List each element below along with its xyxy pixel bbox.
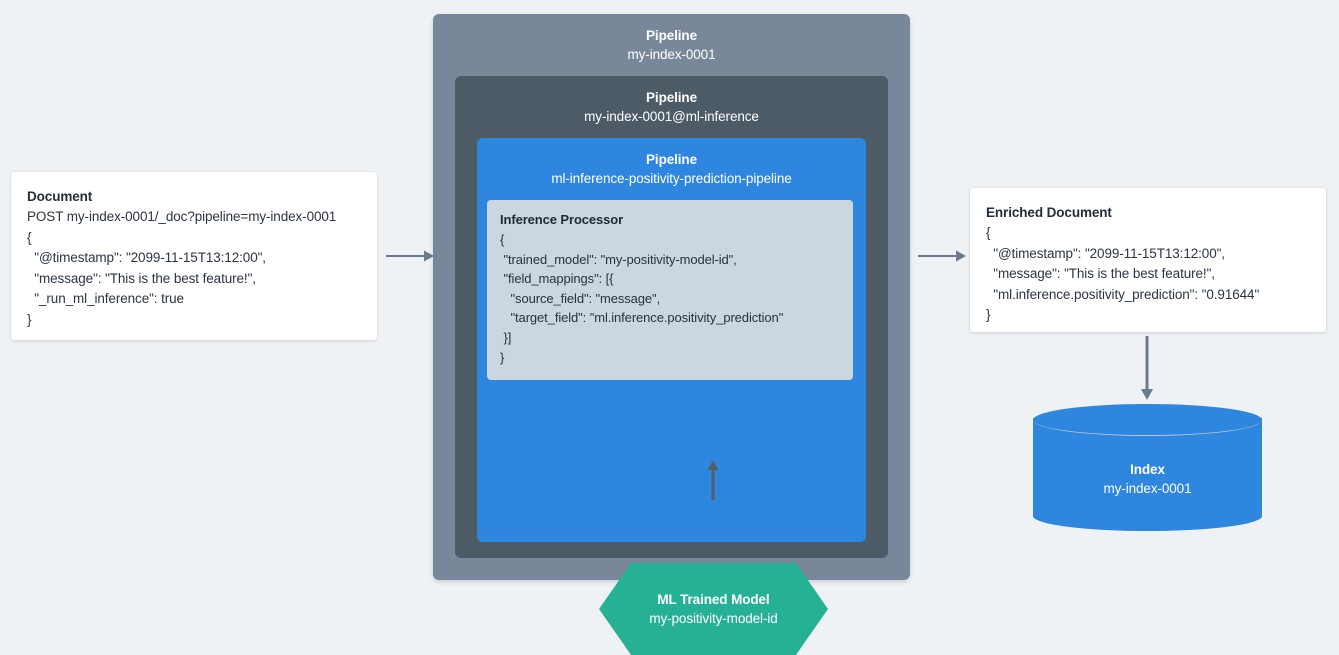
arrow-document-to-pipeline xyxy=(386,246,434,266)
enriched-document-line-3: "ml.inference.positivity_prediction": "0… xyxy=(986,286,1260,302)
pipeline-middle-name: my-index-0001@ml-inference xyxy=(584,109,759,124)
enriched-document-line-2: "message": "This is the best feature!", xyxy=(986,266,1215,281)
inference-processor-line-6: } xyxy=(500,349,505,365)
pipeline-outer: Pipeline my-index-0001 Pipeline my-index… xyxy=(433,14,910,655)
inference-processor-title: Inference Processor xyxy=(500,212,624,227)
pipeline-outer-label: Pipeline xyxy=(646,28,697,43)
index-title: Index xyxy=(1130,462,1165,477)
pipeline-outer-header: Pipeline my-index-0001 xyxy=(433,14,910,65)
document-line-3: "message": "This is the best feature!", xyxy=(27,270,256,286)
ml-trained-model-name: my-positivity-model-id xyxy=(649,610,778,626)
document-line-1: { xyxy=(27,229,32,245)
pipeline-inner: Pipeline ml-inference-positivity-predict… xyxy=(477,138,866,655)
document-title: Document xyxy=(27,189,93,204)
ml-trained-model-title: ML Trained Model xyxy=(657,591,770,607)
pipeline-middle-label: Pipeline xyxy=(646,90,697,105)
cylinder-top-ellipse xyxy=(1033,404,1262,436)
arrow-pipeline-to-enriched-document xyxy=(918,246,966,266)
arrow-enriched-document-to-index xyxy=(1137,336,1157,400)
index-label-group: Index my-index-0001 xyxy=(1033,460,1262,499)
inference-processor-line-1: "trained_model": "my-positivity-model-id… xyxy=(500,251,737,267)
inference-processor-line-2: "field_mappings": [{ xyxy=(500,271,614,287)
document-line-4: "_run_ml_inference": true xyxy=(27,291,184,306)
pipeline-middle: Pipeline my-index-0001@ml-inference Pipe… xyxy=(455,76,888,655)
document-line-2: "@timestamp": "2099-11-15T13:12:00", xyxy=(27,250,266,265)
pipeline-inner-name: ml-inference-positivity-prediction-pipel… xyxy=(551,171,792,186)
inference-processor-line-5: }] xyxy=(500,329,512,345)
index-cylinder: Index my-index-0001 xyxy=(1033,404,1262,531)
index-name: my-index-0001 xyxy=(1103,481,1192,496)
inference-processor-panel: Inference Processor { "trained_model": "… xyxy=(487,200,853,380)
document-line-0: POST my-index-0001/_doc?pipeline=my-inde… xyxy=(27,209,337,224)
enriched-document-line-0: { xyxy=(986,225,991,240)
ml-trained-model-shape: ML Trained Model my-positivity-model-id xyxy=(599,563,828,655)
document-line-5: } xyxy=(27,311,32,327)
inference-processor-line-0: { xyxy=(500,232,505,247)
pipeline-outer-name: my-index-0001 xyxy=(627,47,716,62)
enriched-document-card: Enriched Document { "@timestamp": "2099-… xyxy=(970,188,1326,332)
pipeline-inner-header: Pipeline ml-inference-positivity-predict… xyxy=(477,138,866,189)
document-card: Document POST my-index-0001/_doc?pipelin… xyxy=(11,172,377,340)
arrow-model-to-processor xyxy=(703,460,723,500)
enriched-document-title: Enriched Document xyxy=(986,205,1112,220)
enriched-document-line-1: "@timestamp": "2099-11-15T13:12:00", xyxy=(986,245,1225,261)
diagram-canvas: Document POST my-index-0001/_doc?pipelin… xyxy=(11,14,1326,655)
pipeline-inner-label: Pipeline xyxy=(646,152,697,167)
inference-processor-line-4: "target_field": "ml.inference.positivity… xyxy=(500,310,784,326)
enriched-document-line-4: } xyxy=(986,307,991,322)
cylinder-bottom-ellipse xyxy=(1033,501,1262,531)
inference-processor-line-3: "source_field": "message", xyxy=(500,290,661,306)
pipeline-middle-header: Pipeline my-index-0001@ml-inference xyxy=(455,76,888,127)
